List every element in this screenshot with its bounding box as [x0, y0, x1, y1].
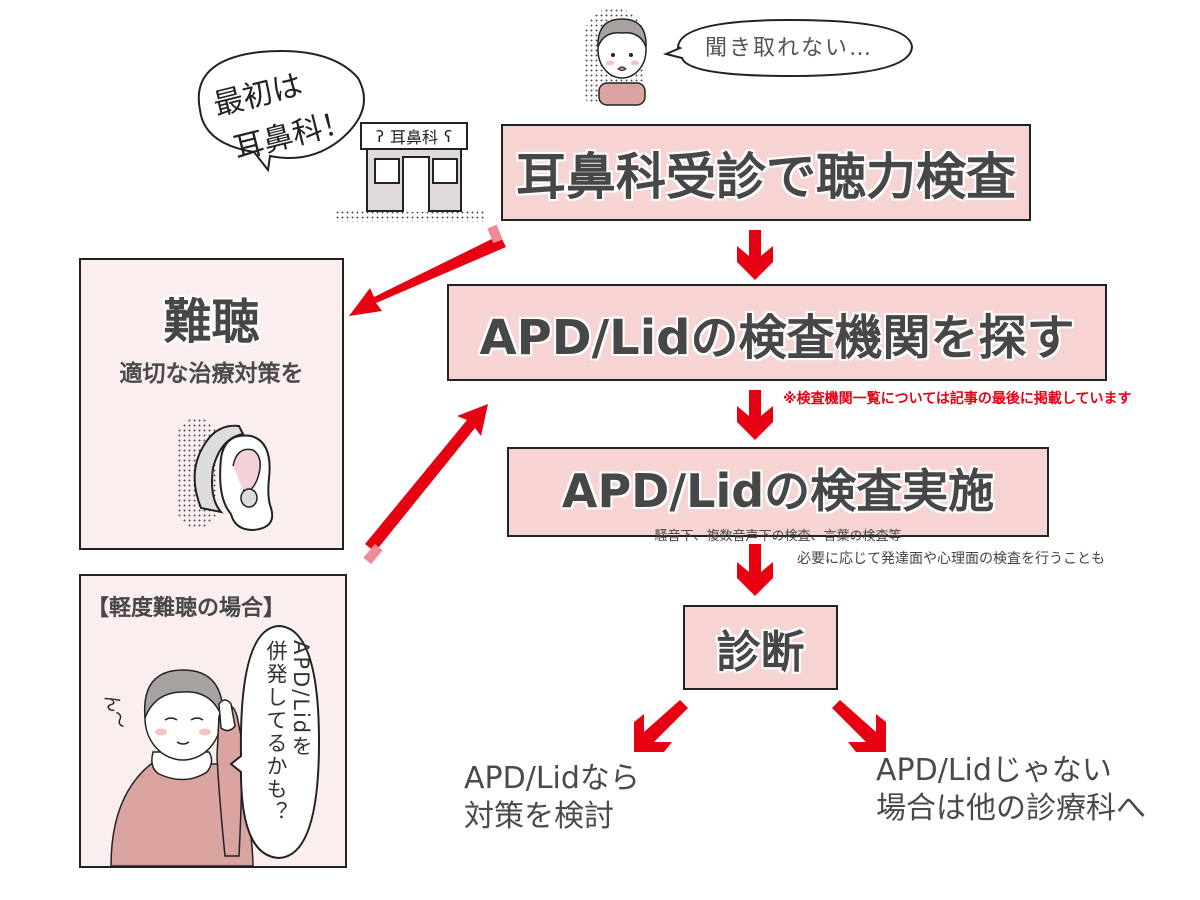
arrow-to-step2-icon — [365, 404, 488, 552]
step3-box: APD/Lidの検査実施 騒音下、複数音声下の検査、言葉の検査等 — [507, 447, 1049, 544]
mild-title: 【軽度難聴の場合】 — [87, 596, 286, 621]
worried-person-illustration — [597, 18, 647, 106]
hearing-aid-ear-illustration — [193, 424, 274, 532]
outcome-right: APD/Lidじゃない 場合は他の診療科へ — [876, 752, 1146, 828]
arrow-to-hearing-loss-icon — [349, 235, 506, 316]
arrow-down-icon — [737, 390, 773, 440]
clinic-sign: ʔ 耳鼻科 ʕ — [360, 122, 468, 150]
mild-speech-bubble — [229, 624, 321, 860]
clinic-window — [432, 158, 458, 184]
hearing-loss-subtitle: 適切な治療対策を — [119, 361, 304, 387]
step2-box: APD/Lidの検査機関を探す — [447, 284, 1107, 381]
speech-bubble — [662, 18, 914, 78]
clinic-facade — [366, 150, 462, 212]
clinic-door — [402, 156, 430, 212]
step3-label: APD/Lidの検査実施 — [561, 464, 995, 518]
step3-note: 必要に応じて発達面や心理面の検査を行うことも — [797, 551, 1105, 567]
outcome-right-line2: 場合は他の診療科へ — [876, 791, 1146, 826]
first-visit-speech-bubble — [197, 50, 365, 173]
step2-note: ※検査機関一覧については記事の最後に掲載しています — [783, 391, 1132, 407]
clinic-ground-shadow — [335, 210, 485, 222]
mild-speech-col2: 併発してるかも？ — [264, 640, 288, 824]
step1-box: 耳鼻科受診で聴力検査 — [501, 124, 1031, 221]
arrow-tail-stripe — [363, 543, 383, 565]
mild-hearing-loss-panel: 【軽度難聴の場合】 ん〜 APD/Lidを 併発してるかも？ — [79, 574, 347, 868]
mild-speech-col1: APD/Lidを — [289, 640, 313, 759]
step2-label: APD/Lidの検査機関を探す — [479, 309, 1075, 366]
hearing-loss-title: 難聴 — [163, 294, 260, 350]
clinic-building: ʔ 耳鼻科 ʕ — [360, 122, 468, 212]
ear-icon: ʔ — [375, 126, 384, 146]
hearing-loss-panel: 難聴 適切な治療対策を — [79, 258, 344, 550]
clinic-sign-text: 耳鼻科 — [389, 128, 438, 147]
arrow-down-left-icon — [634, 700, 688, 752]
step1-label: 耳鼻科受診で聴力検査 — [516, 147, 1016, 206]
outcome-right-line1: APD/Lidじゃない — [876, 753, 1112, 788]
outcome-left-line1: APD/Lidなら — [464, 761, 640, 796]
listening-person-illustration — [110, 669, 254, 867]
outcome-left: APD/Lidなら 対策を検討 — [464, 760, 640, 836]
step4-label: 診断 — [716, 626, 805, 678]
arrow-down-icon — [737, 544, 773, 596]
outcome-left-line2: 対策を検討 — [464, 799, 614, 834]
ear-icon: ʕ — [444, 126, 453, 146]
arrow-tail-stripe — [487, 224, 503, 244]
person-speech-text: 聞き取れない… — [705, 36, 874, 61]
step4-box: 診断 — [683, 605, 838, 690]
arrow-down-right-icon — [832, 700, 886, 752]
clinic-window — [374, 158, 400, 184]
arrow-down-icon — [737, 230, 773, 280]
step3-sublabel: 騒音下、複数音声下の検査、言葉の検査等 — [654, 529, 902, 544]
